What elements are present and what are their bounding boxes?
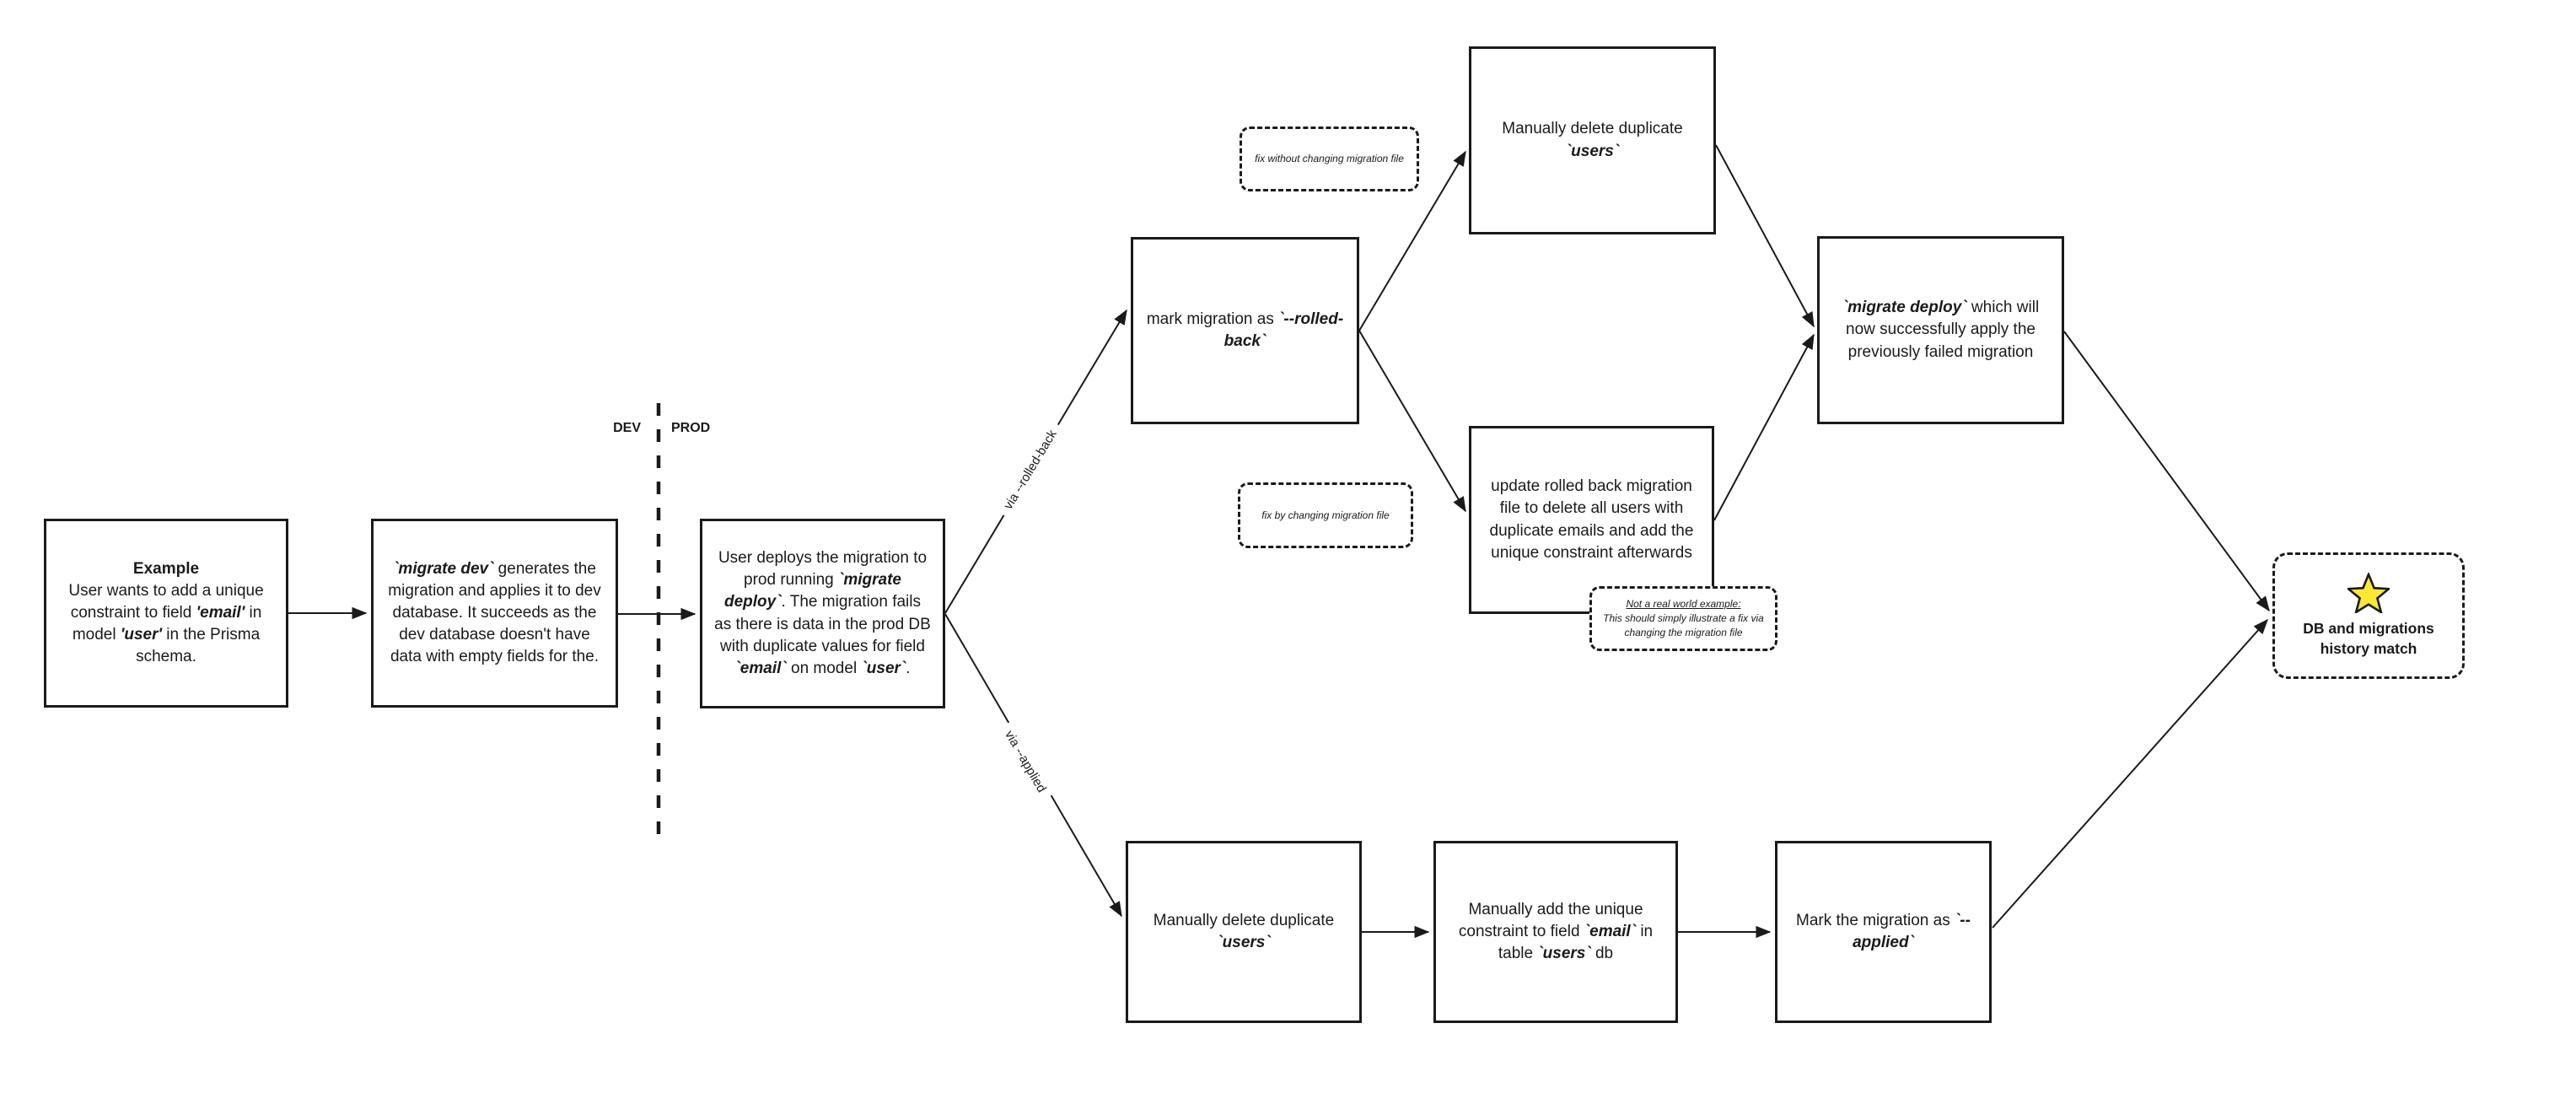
- arrow-migrate-deploy-to-db-match: [2063, 331, 2270, 612]
- node-migrate-dev-text: `migrate dev` generates the migration an…: [388, 559, 601, 666]
- note-fix-without-changing: fix without changing migration file: [1240, 127, 1419, 191]
- note-fix-without-changing-text: fix without changing migration file: [1255, 153, 1404, 165]
- prod-environment-label: PROD: [671, 421, 711, 435]
- node-delete-users-top: Manually delete duplicate`users`: [1469, 46, 1716, 234]
- dev-environment-label: DEV: [613, 421, 641, 435]
- note-fix-by-changing-text: fix by changing migration file: [1261, 509, 1390, 521]
- node-add-constraint: Manually add the unique constraint to fi…: [1433, 841, 1678, 1023]
- node-db-match: DB and migrations history match: [2272, 552, 2465, 679]
- node-add-constraint-text: Manually add the unique constraint to fi…: [1458, 900, 1654, 962]
- node-deploy-fail-text: User deploys the migration to prod runni…: [714, 549, 931, 677]
- node-delete-users-bottom-text: Manually delete duplicate`users`: [1153, 911, 1335, 951]
- arrow-mark-applied-to-db-match: [1992, 618, 2268, 929]
- node-update-migration: update rolled back migration file to del…: [1469, 426, 1714, 614]
- node-delete-users-bottom: Manually delete duplicate`users`: [1126, 841, 1362, 1023]
- note-not-real-world-text: Not a real world example:This should sim…: [1603, 598, 1764, 638]
- node-mark-rolled-back-text: mark migration as `--rolled-back`: [1146, 310, 1344, 350]
- node-delete-users-top-text: Manually delete duplicate`users`: [1502, 120, 1683, 160]
- node-mark-rolled-back: mark migration as `--rolled-back`: [1131, 237, 1359, 424]
- node-migrate-dev: `migrate dev` generates the migration an…: [371, 519, 618, 708]
- node-mark-applied-text: Mark the migration as `--applied`: [1796, 911, 1971, 951]
- node-db-match-text: DB and migrations history match: [2303, 620, 2434, 657]
- arrow-update-migration-to-migrate-deploy: [1713, 333, 1815, 521]
- node-migrate-deploy: `migrate deploy` which will now successf…: [1817, 236, 2064, 424]
- node-update-migration-text: update rolled back migration file to del…: [1489, 477, 1694, 562]
- note-not-real-world: Not a real world example:This should sim…: [1589, 586, 1777, 651]
- note-fix-by-changing: fix by changing migration file: [1238, 482, 1413, 548]
- node-mark-applied: Mark the migration as `--applied`: [1775, 841, 1992, 1023]
- node-deploy-fail: User deploys the migration to prod runni…: [700, 519, 945, 708]
- star-icon: [2347, 573, 2390, 614]
- arrow-mark-rolled-back-to-delete-users-top: [1358, 150, 1466, 331]
- arrow-delete-users-top-to-migrate-deploy: [1715, 144, 1815, 328]
- arrow-mark-rolled-back-to-update-migration: [1358, 330, 1466, 513]
- node-migrate-deploy-text: `migrate deploy` which will now successf…: [1842, 299, 2040, 361]
